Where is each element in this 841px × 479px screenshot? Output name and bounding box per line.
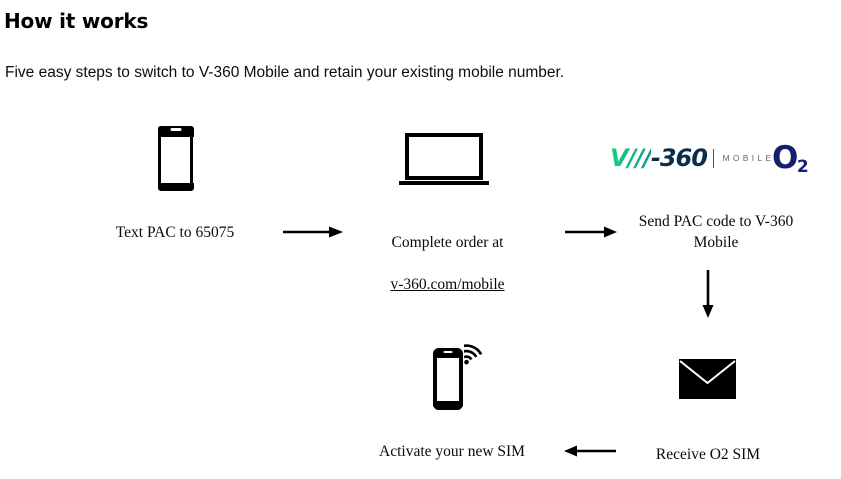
- arrow-step4-to-step5-icon: [564, 445, 616, 457]
- o2-logo-letter: O: [772, 140, 798, 176]
- logo-360-mark: -360: [650, 144, 708, 172]
- logo-v-mark: V///: [610, 144, 652, 172]
- envelope-icon: [679, 359, 736, 399]
- logo-mobile-word: MOBILE: [722, 153, 775, 163]
- step-4-caption: Receive O2 SIM: [655, 446, 761, 463]
- phone-speaker-icon: [170, 128, 181, 131]
- arrow-step2-to-step3-icon: [565, 226, 617, 238]
- o2-logo-digit: 2: [796, 157, 809, 177]
- phone-speaker-icon: [443, 351, 453, 353]
- smartphone-signal-icon: [433, 344, 483, 410]
- step-5-caption: Activate your new SIM: [379, 443, 525, 460]
- step-2-caption-line1: Complete order at: [391, 234, 504, 251]
- logo-divider: [712, 148, 715, 168]
- step-1-caption: Text PAC to 65075: [115, 224, 235, 241]
- signal-waves-icon: [464, 344, 483, 365]
- arrow-step1-to-step2-icon: [283, 226, 343, 238]
- page-subtitle: Five easy steps to switch to V-360 Mobil…: [5, 64, 565, 81]
- step-3-caption: Send PAC code to V-360 Mobile: [638, 213, 794, 251]
- arrow-step3-to-step4-icon: [702, 270, 714, 318]
- smartphone-icon: [157, 125, 194, 191]
- laptop-icon: [399, 133, 489, 185]
- o2-logo: O2: [772, 140, 809, 177]
- v360-mobile-logo: V///-360 MOBILE: [610, 144, 774, 172]
- step-2-caption: Complete order at v-360.com/mobile: [375, 211, 520, 295]
- step-2-order-link[interactable]: v-360.com/mobile: [390, 276, 505, 293]
- page-title: How it works: [4, 9, 149, 33]
